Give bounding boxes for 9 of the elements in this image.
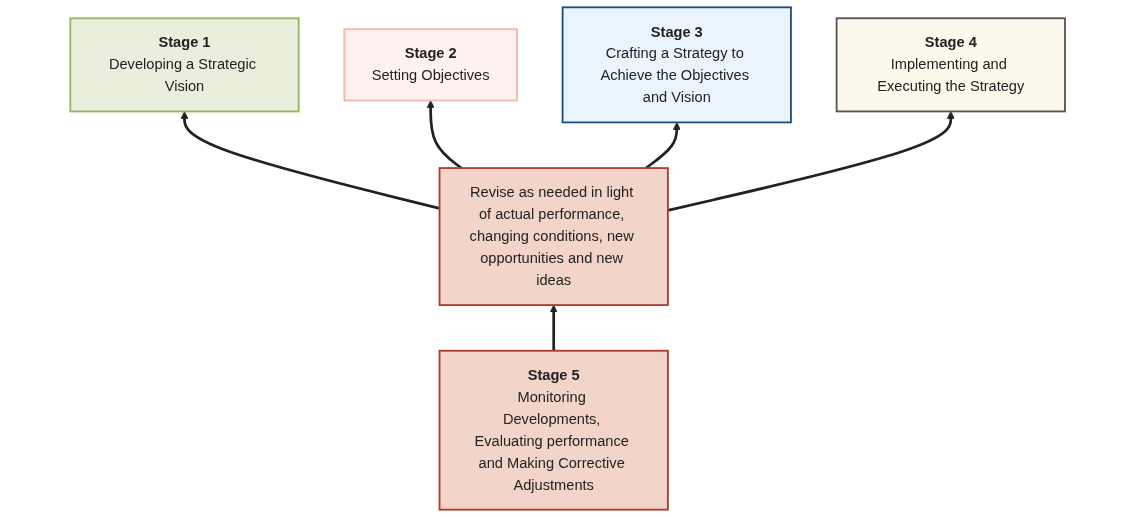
node-box: Stage 5 Monitoring Developments, Evaluating performance and Making Corrective Adjustments	[438, 349, 670, 511]
arrow	[550, 304, 559, 351]
node-box: Stage 3 Crafting a Strategy to Achieve the Objectives and Vision	[562, 6, 793, 124]
arrow	[426, 100, 463, 170]
arrow	[645, 122, 682, 170]
node-box: Revise as needed in light of actual performance, changing conditions, new opportunities and new ideas	[438, 167, 670, 306]
node-box: Stage 1 Developing a Strategic Vision	[69, 17, 300, 113]
node-box: Stage 2 Setting Objectives	[343, 28, 519, 102]
node-box: Stage 4 Implementing and Executing the Strategy	[836, 17, 1067, 113]
